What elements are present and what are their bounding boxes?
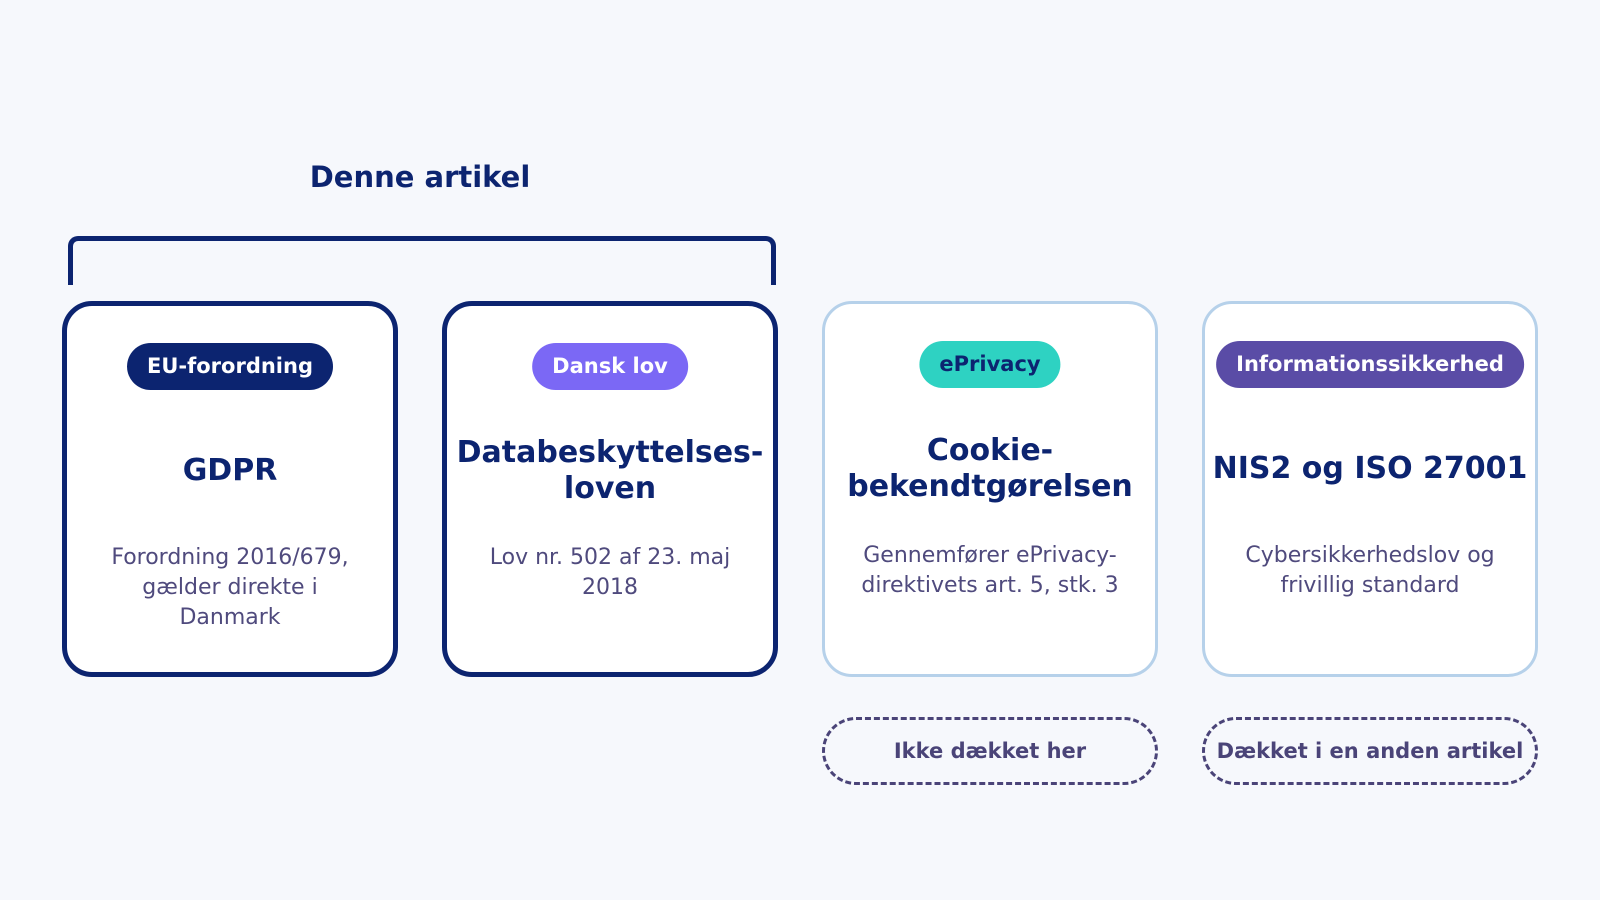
card-desc-cookiebekendtgorelsen: Gennemfører ePrivacy-direktivets art. 5,…	[861, 543, 1119, 598]
card-desc-nis2-iso27001: Cybersikkerhedslov og frivillig standard	[1245, 543, 1495, 598]
card-databeskyttelsesloven: Dansk lov Databeskyttelses-loven Lov nr.…	[442, 301, 778, 677]
badge-eprivacy: ePrivacy	[919, 341, 1061, 388]
card-cookiebekendtgorelsen: ePrivacy Cookie-bekendtgørelsen Gennemfø…	[822, 301, 1158, 677]
badge-dansk-lov: Dansk lov	[532, 343, 688, 390]
bracket-title: Denne artikel	[309, 160, 531, 194]
card-desc-databeskyttelsesloven: Lov nr. 502 af 23. maj 2018	[489, 545, 731, 600]
note-ikke-daekket: Ikke dækket her	[822, 717, 1158, 785]
note-anden-artikel: Dækket i en anden artikel	[1202, 717, 1538, 785]
card-gdpr: EU-forordning GDPR Forordning 2016/679, …	[62, 301, 398, 677]
card-title-nis2-iso27001: NIS2 og ISO 27001	[1212, 451, 1528, 486]
badge-informationssikkerhed: Informationssikkerhed	[1216, 341, 1524, 388]
article-scope-bracket	[68, 236, 776, 285]
card-title-cookiebekendtgorelsen: Cookie-bekendtgørelsen	[847, 433, 1133, 504]
badge-eu-forordning: EU-forordning	[127, 343, 333, 390]
card-desc-gdpr: Forordning 2016/679, gælder direkte i Da…	[111, 545, 349, 630]
card-nis2-iso27001: Informationssikkerhed NIS2 og ISO 27001 …	[1202, 301, 1538, 677]
card-title-databeskyttelsesloven: Databeskyttelses-loven	[456, 435, 764, 506]
card-title-gdpr: GDPR	[182, 453, 278, 488]
